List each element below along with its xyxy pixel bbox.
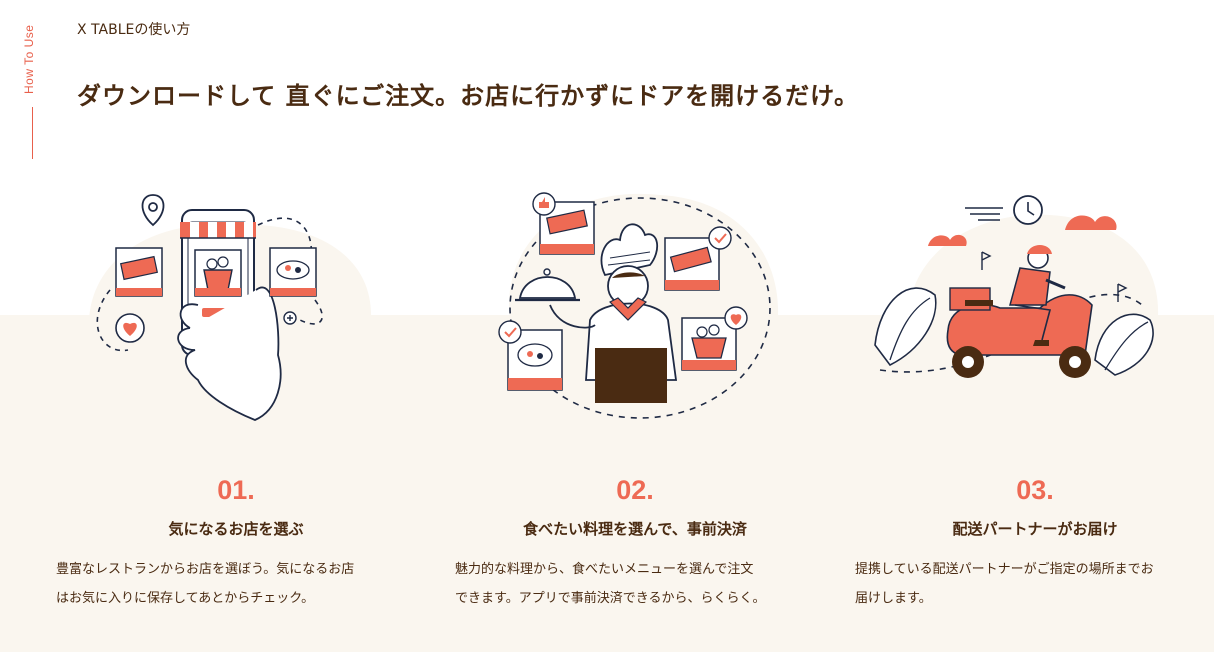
chef-icon <box>490 180 810 430</box>
map-pin-icon <box>141 194 165 227</box>
step-1: 01. 気になるお店を選ぶ 豊富なレストランからお店を選ぼう。気になるお店 はお… <box>56 470 416 613</box>
section-side-label: How To Use <box>22 14 44 164</box>
step-description-line: 提携している配送パートナーがご指定の場所までお <box>855 562 1154 577</box>
step-number: 02. <box>616 475 654 505</box>
page-title: ダウンロードして 直ぐにご注文。お店に行かずにドアを開けるだけ。 <box>77 82 859 110</box>
check-icon <box>708 226 732 250</box>
heart-icon <box>115 313 145 343</box>
step-description-line: 豊富なレストランからお店を選ぼう。気になるお店 <box>56 562 355 577</box>
step-description-line: はお気に入りに保存してあとからチェック。 <box>56 591 315 606</box>
step-description-line: できます。アプリで事前決済できるから、らくらく。 <box>455 591 766 606</box>
step-description-line: 魅力的な料理から、食べたいメニューを選んで注文 <box>455 562 754 577</box>
step-title: 食べたい料理を選んで、事前決済 <box>523 520 747 538</box>
step-description: 豊富なレストランからお店を選ぼう。気になるお店 はお気に入りに保存してあとからチ… <box>56 555 416 613</box>
scooter-delivery-icon <box>870 180 1190 430</box>
heart-icon <box>724 306 748 330</box>
step-description: 提携している配送パートナーがご指定の場所までお 届けします。 <box>855 555 1214 613</box>
thumbs-up-icon <box>532 192 556 216</box>
side-divider <box>32 107 33 159</box>
section-label: X TABLEの使い方 <box>77 22 191 38</box>
step-description-line: 届けします。 <box>855 591 932 606</box>
step-description: 魅力的な料理から、食べたいメニューを選んで注文 できます。アプリで事前決済できる… <box>455 555 815 613</box>
step-2: 02. 食べたい料理を選んで、事前決済 魅力的な料理から、食べたいメニューを選ん… <box>455 470 815 613</box>
how-to-use-label: How To Use <box>22 24 36 94</box>
clock-icon <box>1013 195 1043 225</box>
step-title: 気になるお店を選ぶ <box>168 520 304 538</box>
phone-shop-icon: • • • <box>80 180 400 430</box>
step-number: 03. <box>1016 475 1054 505</box>
step-number: 01. <box>217 475 255 505</box>
step-title: 配送パートナーがお届け <box>952 520 1118 538</box>
step-3: 03. 配送パートナーがお届け 提携している配送パートナーがご指定の場所までお … <box>855 470 1214 613</box>
check-icon <box>498 320 522 344</box>
